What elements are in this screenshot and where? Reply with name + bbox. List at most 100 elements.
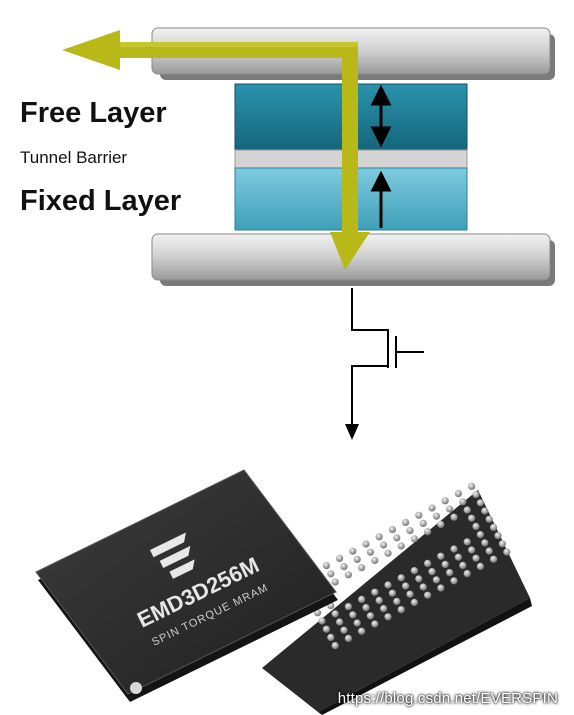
- solder-ball: [454, 490, 462, 498]
- solder-ball: [498, 540, 506, 548]
- solder-ball: [362, 540, 370, 548]
- pin1-marker: [130, 682, 142, 694]
- solder-ball: [424, 528, 432, 536]
- solder-ball: [503, 548, 511, 556]
- solder-ball: [428, 568, 436, 576]
- solder-ball: [415, 575, 423, 583]
- solder-ball: [349, 611, 357, 619]
- solder-ball: [406, 527, 414, 535]
- solder-ball: [397, 542, 405, 550]
- solder-ball: [424, 591, 432, 599]
- solder-ball: [441, 560, 449, 569]
- solder-ball: [322, 562, 330, 570]
- solder-ball: [358, 564, 366, 572]
- solder-ball: [380, 541, 388, 549]
- solder-ball: [415, 511, 423, 519]
- solder-ball: [476, 531, 484, 539]
- solder-ball: [327, 570, 335, 578]
- solder-ball: [419, 519, 427, 528]
- solder-ball: [353, 619, 361, 627]
- solder-ball: [446, 569, 454, 577]
- solder-ball: [432, 512, 440, 520]
- solder-ball: [459, 561, 467, 570]
- solder-ball: [476, 562, 484, 571]
- solder-ball: [481, 507, 489, 515]
- solder-balls: [296, 482, 511, 650]
- solder-ball: [366, 612, 374, 620]
- solder-ball: [331, 578, 339, 586]
- solder-ball: [472, 491, 480, 499]
- solder-ball: [406, 590, 414, 598]
- solder-ball: [344, 603, 352, 611]
- solder-ball: [388, 589, 396, 597]
- solder-ball: [468, 546, 476, 554]
- solder-ball: [402, 518, 410, 527]
- solder-ball: [371, 556, 379, 565]
- solder-ball: [468, 482, 476, 490]
- fixed-layer-label: Fixed Layer: [20, 185, 182, 217]
- solder-ball: [393, 597, 401, 606]
- solder-ball: [490, 523, 498, 532]
- solder-ball: [472, 522, 480, 531]
- solder-ball: [384, 549, 392, 557]
- solder-ball: [428, 504, 436, 512]
- solder-ball: [327, 633, 335, 642]
- solder-ball: [432, 576, 440, 584]
- solder-ball: [472, 554, 480, 562]
- solder-ball: [494, 532, 502, 540]
- solder-ball: [450, 545, 458, 553]
- solder-ball: [476, 499, 484, 507]
- solder-ball: [437, 520, 445, 529]
- solder-ball: [450, 577, 458, 585]
- solder-ball: [410, 598, 418, 607]
- solder-ball: [485, 515, 493, 523]
- solder-ball: [490, 555, 498, 563]
- solder-ball: [371, 588, 379, 596]
- solder-ball: [349, 547, 357, 555]
- solder-ball: [397, 574, 405, 582]
- chip-top: EMD3D256M SPIN TORQUE MRAM: [35, 469, 338, 702]
- solder-ball: [410, 535, 418, 543]
- solder-ball: [450, 513, 458, 521]
- solder-ball: [322, 625, 330, 633]
- solder-ball: [375, 596, 383, 605]
- solder-ball: [353, 555, 361, 564]
- watermark: https://blog.csdn.net/EVERSPIN: [337, 690, 558, 707]
- solder-ball: [463, 506, 471, 514]
- solder-ball: [441, 497, 449, 505]
- solder-ball: [336, 554, 344, 563]
- solder-ball: [446, 505, 454, 513]
- solder-ball: [388, 526, 396, 534]
- solder-ball: [393, 534, 401, 542]
- tunnel-barrier-label: Tunnel Barrier: [20, 148, 128, 167]
- solder-ball: [397, 606, 405, 614]
- solder-ball: [384, 581, 392, 589]
- solder-ball: [375, 533, 383, 541]
- solder-ball: [463, 570, 471, 578]
- solder-ball: [366, 548, 374, 556]
- solder-ball: [340, 563, 348, 571]
- solder-ball: [336, 618, 344, 626]
- solder-ball: [331, 642, 339, 650]
- solder-ball: [344, 634, 352, 643]
- solder-ball: [344, 571, 352, 579]
- solder-ball: [485, 547, 493, 555]
- solder-ball: [331, 610, 339, 618]
- free-layer-label: Free Layer: [20, 97, 167, 129]
- solder-ball: [481, 539, 489, 547]
- solder-ball: [437, 584, 445, 592]
- solder-ball: [314, 609, 322, 617]
- solder-ball: [468, 514, 476, 522]
- solder-ball: [463, 538, 471, 546]
- everspin-logo-icon: [150, 532, 195, 579]
- ground-arrow-icon: [345, 424, 359, 440]
- solder-ball: [362, 604, 370, 612]
- solder-ball: [419, 583, 427, 591]
- magnetization-arrow-icon: [370, 84, 392, 228]
- solder-ball: [340, 626, 348, 634]
- solder-ball: [318, 617, 326, 625]
- solder-ball: [437, 552, 445, 560]
- solder-ball: [384, 613, 392, 621]
- transistor-symbol-icon: [351, 288, 424, 428]
